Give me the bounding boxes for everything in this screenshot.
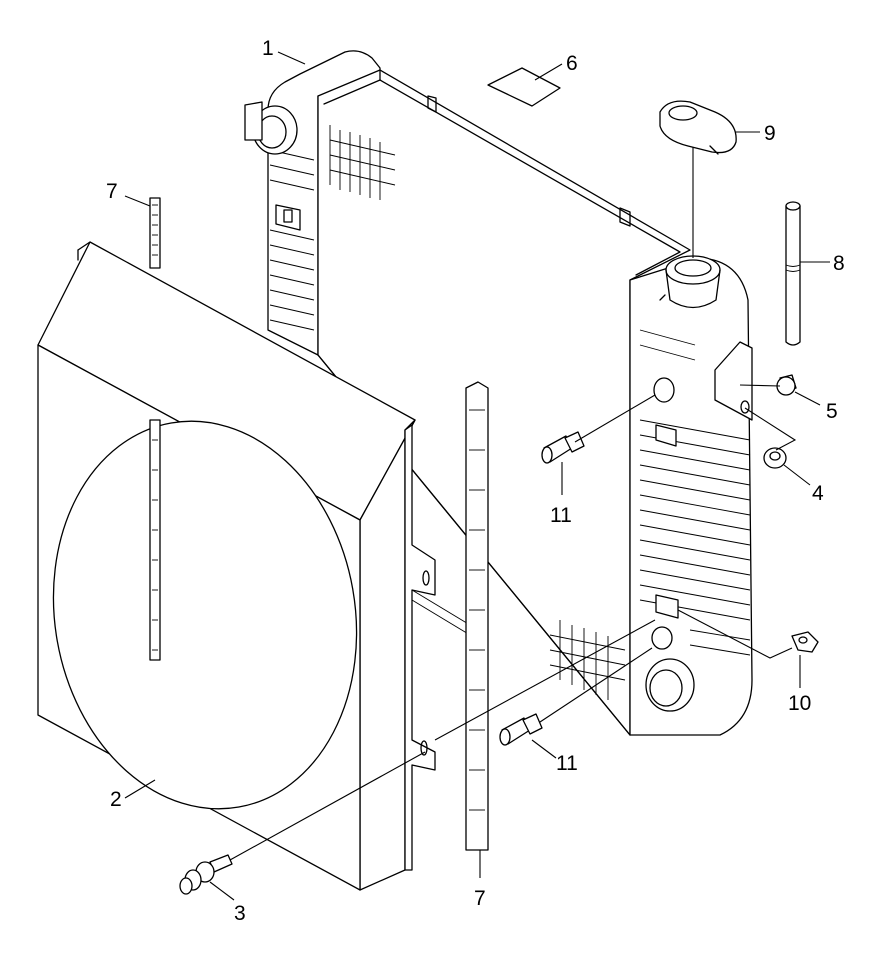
callout-2: 2 <box>110 788 122 811</box>
callout-7-right: 7 <box>474 887 486 910</box>
leader-lines <box>124 51 830 901</box>
mounting-screw <box>179 854 233 895</box>
drain-cock <box>791 631 819 653</box>
radiator-cap <box>659 100 737 155</box>
callout-9: 9 <box>764 122 776 145</box>
callout-11-upper: 11 <box>550 504 572 527</box>
overflow-tube <box>785 201 801 346</box>
label-plate <box>487 67 561 107</box>
fan-shroud <box>37 241 471 891</box>
sealing-washer <box>763 447 787 469</box>
radiator-core <box>244 50 753 736</box>
callout-8: 8 <box>833 252 845 275</box>
callouts: 1 2 3 4 5 6 7 7 8 9 10 11 11 <box>106 37 845 925</box>
callout-11-lower: 11 <box>556 752 578 775</box>
callout-10: 10 <box>788 692 811 715</box>
callout-7-left: 7 <box>106 180 118 203</box>
seal-strip-right <box>465 381 489 851</box>
seal-strip-left <box>149 197 161 661</box>
nipple-upper <box>541 431 585 464</box>
callout-3: 3 <box>234 902 246 925</box>
nipple-lower <box>499 713 543 746</box>
callout-6: 6 <box>566 52 578 75</box>
callout-1: 1 <box>262 37 274 60</box>
drain-plug <box>776 374 797 396</box>
callout-5: 5 <box>826 400 838 423</box>
callout-4: 4 <box>812 482 824 505</box>
